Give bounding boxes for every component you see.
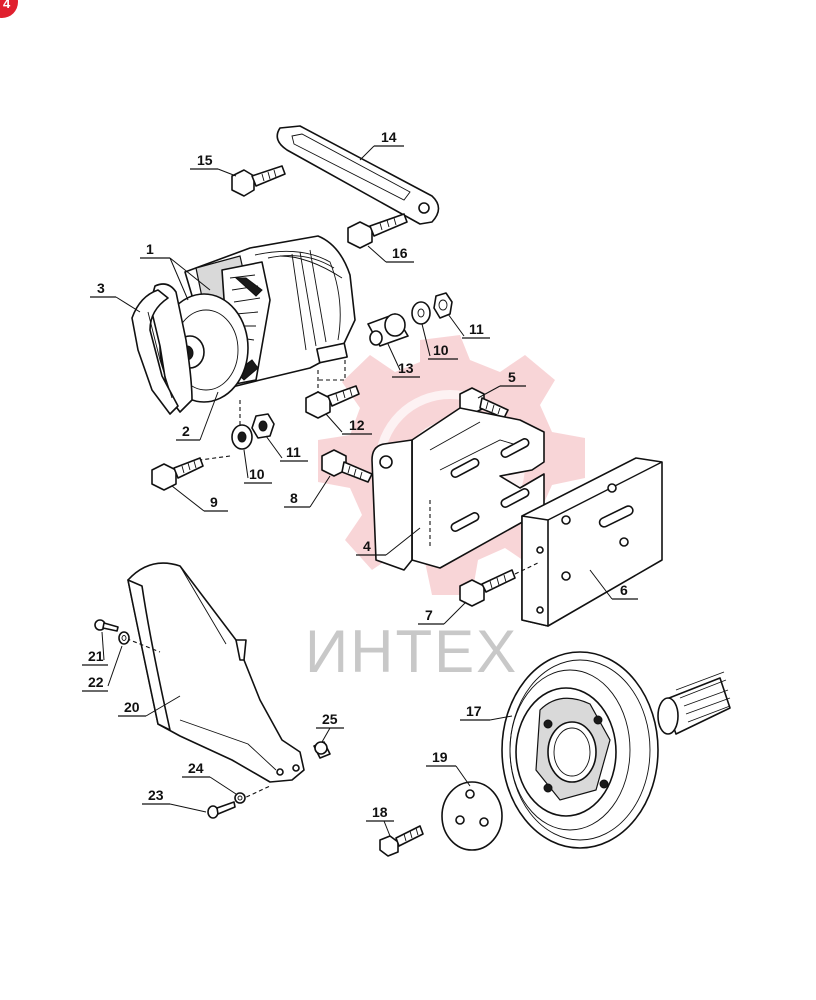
callout-label-22: 22	[88, 674, 104, 690]
support-plate	[521, 457, 663, 627]
washer-10-lower	[231, 424, 253, 450]
callout-9: 9	[171, 485, 228, 512]
callout-11-lower: 11	[265, 435, 308, 462]
callout-label-8: 8	[290, 490, 298, 506]
callout-6: 6	[589, 569, 638, 600]
callout-7: 7	[418, 601, 467, 625]
callout-13: 13	[387, 343, 420, 378]
callout-label-5: 5	[508, 369, 516, 385]
callout-14: 14	[359, 129, 404, 161]
spacer-25	[313, 741, 331, 759]
pulley-hub-plate	[441, 781, 503, 851]
callout-label-19: 19	[432, 749, 448, 765]
corner-badge-text: 4	[3, 0, 11, 11]
callout-24: 24	[182, 760, 237, 795]
callout-17: 17	[460, 703, 513, 721]
callout-20: 20	[118, 695, 181, 717]
nut-11-lower	[251, 413, 275, 439]
callout-10-upper: 10	[421, 323, 458, 360]
callout-25: 25	[316, 711, 344, 743]
bolt-8	[321, 449, 373, 483]
callout-label-15: 15	[197, 152, 213, 168]
callout-10-lower: 10	[243, 449, 272, 484]
callout-label-11-lower: 11	[286, 444, 301, 460]
callout-11-upper: 11	[447, 313, 490, 339]
bolt-16	[347, 213, 408, 249]
callout-21: 21	[82, 631, 108, 666]
callout-12: 12	[325, 413, 372, 435]
bolt-18	[379, 825, 424, 857]
callout-label-24: 24	[188, 760, 204, 776]
callout-3: 3	[90, 280, 141, 313]
adjusting-strap	[276, 125, 440, 225]
callout-label-4: 4	[363, 538, 371, 554]
washer-22	[118, 631, 130, 645]
mounting-bracket	[371, 407, 545, 571]
callout-18: 18	[366, 804, 394, 837]
callout-label-1: 1	[146, 241, 154, 257]
callout-label-2: 2	[182, 423, 190, 439]
screw-21	[94, 619, 119, 632]
callout-23: 23	[142, 787, 207, 813]
callout-1: 1	[140, 241, 211, 301]
callout-label-9: 9	[210, 494, 218, 510]
callout-label-3: 3	[97, 280, 105, 296]
crankshaft-spline	[657, 671, 731, 735]
callout-2: 2	[176, 391, 219, 441]
callout-4: 4	[356, 527, 421, 556]
callout-label-10-upper: 10	[433, 342, 449, 358]
crankshaft-pulley	[501, 651, 659, 849]
callout-15: 15	[190, 152, 237, 177]
washer-10-upper	[411, 301, 431, 325]
callout-5: 5	[477, 369, 526, 399]
callout-8: 8	[284, 475, 331, 508]
callout-label-11-upper: 11	[469, 321, 484, 337]
callout-19: 19	[426, 749, 471, 787]
callout-label-21: 21	[88, 648, 104, 664]
belt-guard	[127, 562, 305, 783]
watermark-text: ИНТЕХ	[305, 618, 518, 685]
callout-label-18: 18	[372, 804, 388, 820]
spacer-13	[367, 313, 409, 347]
callout-label-6: 6	[620, 582, 628, 598]
callout-label-10-lower: 10	[249, 466, 265, 482]
bolt-12	[305, 385, 360, 419]
callout-label-17: 17	[466, 703, 482, 719]
callout-label-25: 25	[322, 711, 338, 727]
callout-label-20: 20	[124, 699, 140, 715]
callout-label-23: 23	[148, 787, 164, 803]
callout-label-13: 13	[398, 360, 414, 376]
bolt-9	[151, 457, 204, 491]
callout-label-16: 16	[392, 245, 408, 261]
screw-23	[207, 801, 236, 819]
bolt-5	[459, 387, 509, 419]
callout-label-14: 14	[381, 129, 397, 145]
nut-11-upper	[433, 292, 453, 319]
drive-belt	[131, 283, 193, 415]
bolt-15	[231, 165, 286, 197]
callout-label-12: 12	[349, 417, 365, 433]
bolt-7	[459, 569, 516, 607]
corner-badge: 4	[0, 0, 18, 18]
callout-16: 16	[367, 245, 414, 263]
washer-24	[234, 792, 246, 804]
callout-label-7: 7	[425, 607, 433, 623]
callout-22: 22	[82, 645, 123, 692]
